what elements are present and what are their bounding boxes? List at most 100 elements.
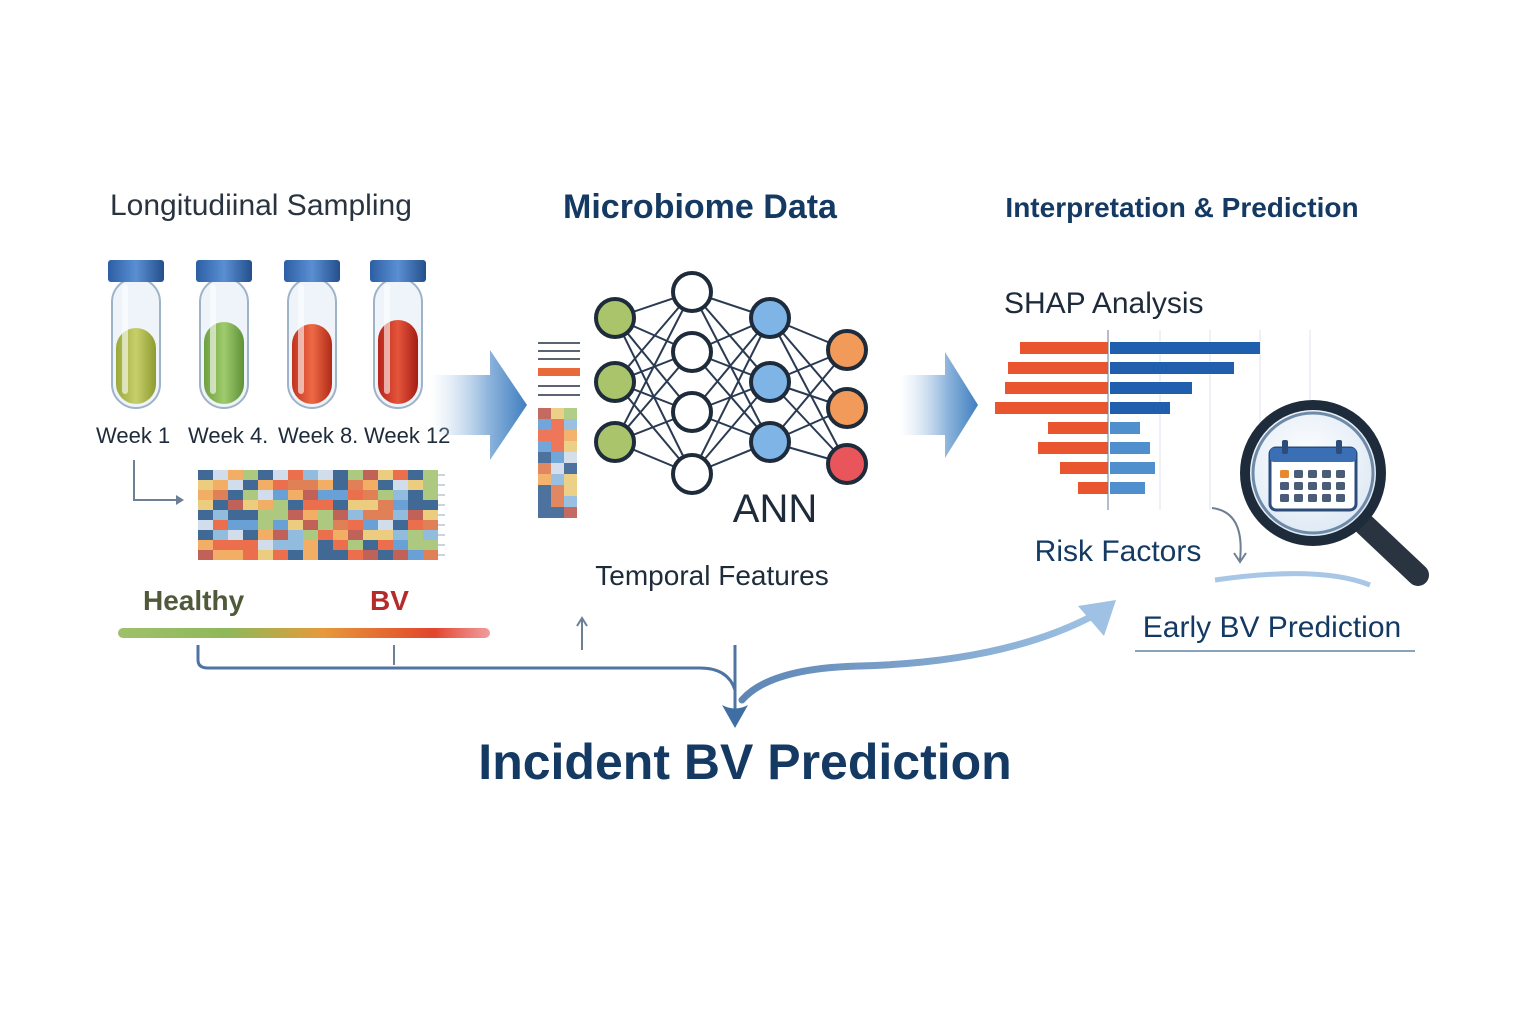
heatmap-cell	[348, 530, 363, 540]
week-label-2: Week 4.	[188, 423, 268, 448]
heatmap-cell	[258, 530, 273, 540]
heatmap-cell	[243, 470, 258, 480]
network-node	[671, 453, 713, 495]
heatmap-cell	[333, 470, 348, 480]
heatmap-cell	[303, 540, 318, 550]
shap-bar-positive	[1110, 402, 1170, 414]
heatmap-cell	[228, 520, 243, 530]
calendar-cell	[1336, 494, 1345, 502]
heatmap-cell	[378, 470, 393, 480]
heatmap-cell	[408, 470, 423, 480]
heatmap-cell	[333, 530, 348, 540]
calendar-icon	[1268, 440, 1358, 512]
heatmap-cell	[198, 480, 213, 490]
feature-cell	[551, 485, 564, 496]
heatmap-cell	[228, 470, 243, 480]
magnifier-icon	[1240, 400, 1429, 586]
heatmap-cell	[213, 500, 228, 510]
network-node	[749, 297, 791, 339]
feature-cell	[564, 463, 577, 474]
heatmap-cell	[363, 490, 378, 500]
section-microbiome: Microbiome Data ANN Temporal Features	[520, 188, 905, 650]
week-label-3: Week 8.	[278, 423, 358, 448]
heatmap-cell	[273, 540, 288, 550]
heatmap-cell	[393, 480, 408, 490]
heatmap-cell	[243, 500, 258, 510]
feature-cell	[551, 463, 564, 474]
heatmap-cell	[243, 520, 258, 530]
heatmap-cell	[213, 540, 228, 550]
heatmap-cell	[228, 500, 243, 510]
heatmap-cell	[408, 500, 423, 510]
heatmap-cell	[393, 470, 408, 480]
shap-chart	[995, 330, 1311, 510]
heatmap-cell	[243, 540, 258, 550]
network-node	[594, 361, 636, 403]
heatmap-cell	[348, 490, 363, 500]
heatmap-cell	[228, 530, 243, 540]
feature-cell	[538, 463, 551, 474]
test-tube-icon	[108, 260, 426, 409]
feature-cell	[564, 507, 577, 518]
heatmap-cell	[378, 510, 393, 520]
heatmap-cell	[318, 540, 333, 550]
network-node	[826, 443, 868, 485]
feature-table	[538, 342, 580, 396]
heatmap-cell	[333, 480, 348, 490]
heatmap-cell	[198, 540, 213, 550]
heatmap-cell	[258, 480, 273, 490]
heatmap-cell	[363, 480, 378, 490]
heatmap-cell	[348, 540, 363, 550]
feature-cell	[564, 408, 577, 419]
heatmap-cell	[393, 550, 408, 560]
heatmap-cell	[288, 480, 303, 490]
shap-bar-negative	[995, 402, 1108, 414]
healthy-label: Healthy	[143, 585, 245, 616]
calendar-cell	[1294, 494, 1303, 502]
health-gradient-bar	[118, 628, 490, 638]
heatmap-cell	[198, 530, 213, 540]
feature-cell	[538, 496, 551, 507]
heatmap-cell	[363, 500, 378, 510]
heatmap-cell	[348, 510, 363, 520]
heatmap-cell	[288, 550, 303, 560]
heatmap-cell	[333, 540, 348, 550]
feature-cell	[538, 452, 551, 463]
heatmap-cell	[198, 500, 213, 510]
feature-cell	[551, 441, 564, 452]
shap-bar-negative	[1078, 482, 1108, 494]
sampling-title: Longitudiinal Sampling	[110, 189, 412, 222]
neural-network-icon	[594, 271, 868, 495]
network-node	[671, 391, 713, 433]
heatmap-cell	[273, 510, 288, 520]
heatmap-cell	[198, 470, 213, 480]
heatmap-cell	[258, 510, 273, 520]
network-edge	[691, 317, 771, 475]
heatmap-cell	[333, 500, 348, 510]
heatmap-cell	[213, 470, 228, 480]
heatmap-cell	[348, 520, 363, 530]
shap-bar-positive	[1110, 422, 1140, 434]
heatmap-cell	[363, 530, 378, 540]
heatmap-cell	[243, 550, 258, 560]
heatmap-cell	[288, 530, 303, 540]
heatmap-cell	[288, 510, 303, 520]
calendar-cell	[1308, 494, 1317, 502]
curved-arrow-icon	[1211, 507, 1247, 564]
network-node	[826, 329, 868, 371]
heatmap-cell	[408, 540, 423, 550]
heatmap-cell	[198, 490, 213, 500]
feature-cell	[538, 507, 551, 518]
heatmap-cell	[228, 480, 243, 490]
feature-cell	[564, 496, 577, 507]
shap-bar-negative	[1048, 422, 1108, 434]
soft-arrow	[1214, 571, 1371, 588]
heatmap-cell	[333, 510, 348, 520]
arrow-right-icon-2	[900, 352, 978, 458]
heatmap-cell	[213, 510, 228, 520]
microbiome-title: Microbiome Data	[563, 188, 838, 226]
heatmap-cell	[273, 550, 288, 560]
heatmap-cell	[408, 510, 423, 520]
heatmap-cell	[303, 470, 318, 480]
heatmap-cell	[378, 520, 393, 530]
